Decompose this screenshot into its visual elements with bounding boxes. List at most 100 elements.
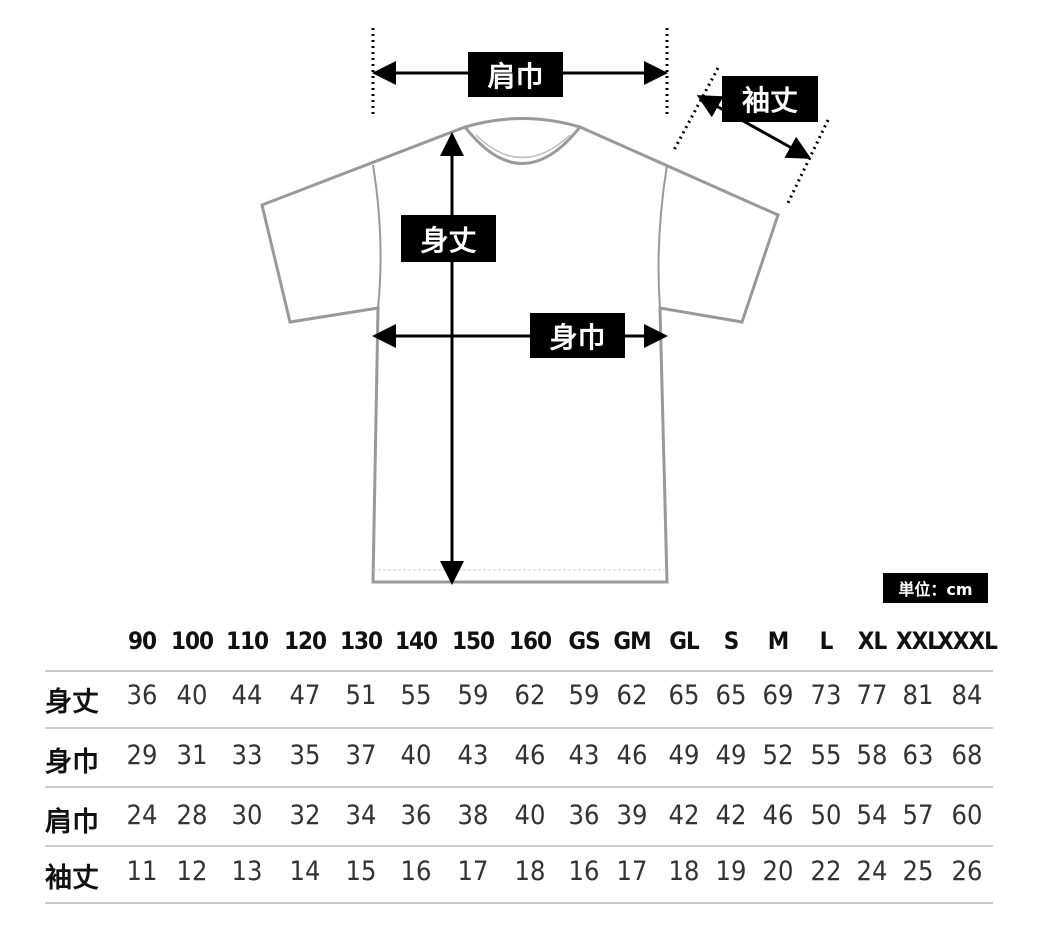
size-header: XL xyxy=(857,627,887,655)
table-cell: 46 xyxy=(514,740,546,771)
table-cell: 55 xyxy=(810,740,842,771)
table-cell: 81 xyxy=(902,680,934,711)
table-cell: 15 xyxy=(345,856,377,887)
width-label: 身巾 xyxy=(530,313,625,358)
size-header: GM xyxy=(613,627,651,655)
table-cell: 28 xyxy=(176,800,208,831)
size-header: 90 xyxy=(127,627,157,655)
table-cell: 20 xyxy=(762,856,794,887)
table-cell: 77 xyxy=(856,680,888,711)
row-divider xyxy=(45,670,993,672)
size-header: 150 xyxy=(451,627,495,655)
row-divider xyxy=(45,845,993,847)
table-cell: 32 xyxy=(289,800,321,831)
table-cell: 26 xyxy=(951,856,983,887)
table-cell: 13 xyxy=(231,856,263,887)
table-cell: 73 xyxy=(810,680,842,711)
table-cell: 62 xyxy=(514,680,546,711)
table-cell: 65 xyxy=(715,680,747,711)
row-label: 身丈 xyxy=(45,687,99,718)
size-header: 140 xyxy=(394,627,438,655)
table-cell: 30 xyxy=(231,800,263,831)
table-cell: 17 xyxy=(457,856,489,887)
table-cell: 36 xyxy=(568,800,600,831)
table-cell: 49 xyxy=(715,740,747,771)
size-header: GL xyxy=(669,627,700,655)
table-cell: 62 xyxy=(616,680,648,711)
table-cell: 36 xyxy=(400,800,432,831)
table-cell: 25 xyxy=(902,856,934,887)
table-cell: 17 xyxy=(616,856,648,887)
size-header: 110 xyxy=(225,627,269,655)
table-cell: 12 xyxy=(176,856,208,887)
table-cell: 36 xyxy=(126,680,158,711)
size-header: 100 xyxy=(170,627,214,655)
table-cell: 44 xyxy=(231,680,263,711)
table-cell: 51 xyxy=(345,680,377,711)
table-cell: 63 xyxy=(902,740,934,771)
size-header: 160 xyxy=(508,627,552,655)
table-cell: 24 xyxy=(126,800,158,831)
table-cell: 69 xyxy=(762,680,794,711)
unit-badge: 単位：cm xyxy=(883,573,988,603)
table-cell: 40 xyxy=(514,800,546,831)
table-cell: 35 xyxy=(289,740,321,771)
table-cell: 43 xyxy=(457,740,489,771)
length-label: 身丈 xyxy=(401,215,496,262)
table-cell: 58 xyxy=(856,740,888,771)
table-cell: 29 xyxy=(126,740,158,771)
table-cell: 42 xyxy=(668,800,700,831)
size-header: 120 xyxy=(283,627,327,655)
tshirt-outline xyxy=(260,117,780,584)
table-cell: 16 xyxy=(400,856,432,887)
table-cell: 65 xyxy=(668,680,700,711)
table-cell: 50 xyxy=(810,800,842,831)
size-header: GS xyxy=(568,627,600,655)
table-cell: 14 xyxy=(289,856,321,887)
table-cell: 39 xyxy=(616,800,648,831)
size-header: XXXL xyxy=(937,627,998,655)
size-header: S xyxy=(723,627,740,655)
table-cell: 18 xyxy=(668,856,700,887)
shoulder-label: 肩巾 xyxy=(468,52,563,97)
row-label: 身巾 xyxy=(45,747,99,778)
sleeve-label: 袖丈 xyxy=(722,76,818,122)
table-cell: 38 xyxy=(457,800,489,831)
table-cell: 54 xyxy=(856,800,888,831)
table-cell: 19 xyxy=(715,856,747,887)
table-cell: 47 xyxy=(289,680,321,711)
table-cell: 40 xyxy=(400,740,432,771)
table-cell: 18 xyxy=(514,856,546,887)
row-label: 肩巾 xyxy=(45,807,99,838)
table-cell: 40 xyxy=(176,680,208,711)
table-cell: 68 xyxy=(951,740,983,771)
table-cell: 57 xyxy=(902,800,934,831)
table-cell: 59 xyxy=(568,680,600,711)
table-cell: 55 xyxy=(400,680,432,711)
table-cell: 46 xyxy=(762,800,794,831)
table-cell: 33 xyxy=(231,740,263,771)
table-cell: 42 xyxy=(715,800,747,831)
size-header: XXL xyxy=(895,627,941,655)
row-divider xyxy=(45,902,993,904)
table-cell: 31 xyxy=(176,740,208,771)
table-cell: 84 xyxy=(951,680,983,711)
table-cell: 60 xyxy=(951,800,983,831)
sleeve-arrow xyxy=(696,95,812,159)
row-divider xyxy=(45,727,993,729)
table-cell: 22 xyxy=(810,856,842,887)
table-cell: 34 xyxy=(345,800,377,831)
table-cell: 24 xyxy=(856,856,888,887)
table-cell: 11 xyxy=(126,856,158,887)
row-label: 袖丈 xyxy=(45,863,99,894)
size-header: M xyxy=(767,627,789,655)
row-divider xyxy=(45,786,993,788)
table-cell: 37 xyxy=(345,740,377,771)
size-header: L xyxy=(819,627,834,655)
table-cell: 43 xyxy=(568,740,600,771)
size-header: 130 xyxy=(339,627,383,655)
table-cell: 16 xyxy=(568,856,600,887)
table-cell: 52 xyxy=(762,740,794,771)
table-cell: 46 xyxy=(616,740,648,771)
